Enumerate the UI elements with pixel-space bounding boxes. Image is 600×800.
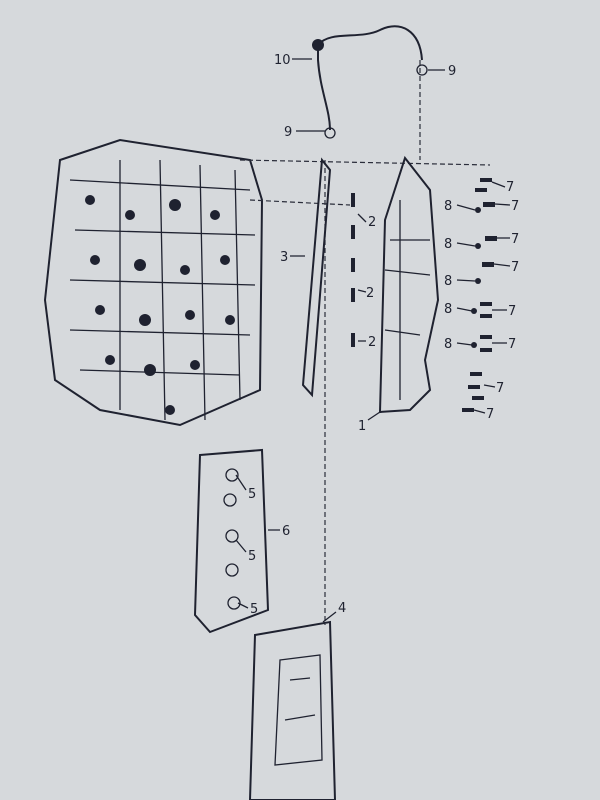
callout-10: 10 bbox=[274, 53, 291, 68]
callout-7: 7 bbox=[511, 199, 519, 214]
gasket bbox=[301, 157, 332, 398]
callout-7: 7 bbox=[511, 260, 519, 275]
callout-9: 9 bbox=[284, 125, 292, 140]
head-cover bbox=[378, 155, 440, 414]
callout-8: 8 bbox=[444, 237, 452, 252]
callout-7: 7 bbox=[508, 304, 516, 319]
callout-2: 2 bbox=[366, 286, 374, 301]
callout-7: 7 bbox=[511, 232, 519, 247]
callout-4: 4 bbox=[338, 601, 346, 616]
callout-7: 7 bbox=[496, 381, 504, 396]
callout-1: 1 bbox=[358, 419, 366, 434]
callout-5: 5 bbox=[250, 602, 258, 617]
engine-block bbox=[43, 138, 264, 427]
callout-7: 7 bbox=[506, 180, 514, 195]
seals bbox=[351, 193, 355, 347]
callout-8: 8 bbox=[444, 199, 452, 214]
callout-8: 8 bbox=[444, 337, 452, 352]
lower-gasket bbox=[193, 448, 270, 634]
callout-8: 8 bbox=[444, 274, 452, 289]
callout-2: 2 bbox=[368, 215, 376, 230]
lower-seals bbox=[223, 468, 241, 610]
callout-5: 5 bbox=[248, 549, 256, 564]
callout-3: 3 bbox=[280, 250, 288, 265]
callout-7: 7 bbox=[508, 337, 516, 352]
callout-9: 9 bbox=[448, 64, 456, 79]
bolts bbox=[462, 178, 497, 412]
callout-5: 5 bbox=[248, 487, 256, 502]
callout-6: 6 bbox=[282, 524, 290, 539]
lower-cover bbox=[248, 620, 337, 800]
hose bbox=[317, 25, 423, 131]
guide-line bbox=[239, 60, 491, 625]
callout-2: 2 bbox=[368, 335, 376, 350]
callout-8: 8 bbox=[444, 302, 452, 317]
callout-7: 7 bbox=[486, 407, 494, 422]
